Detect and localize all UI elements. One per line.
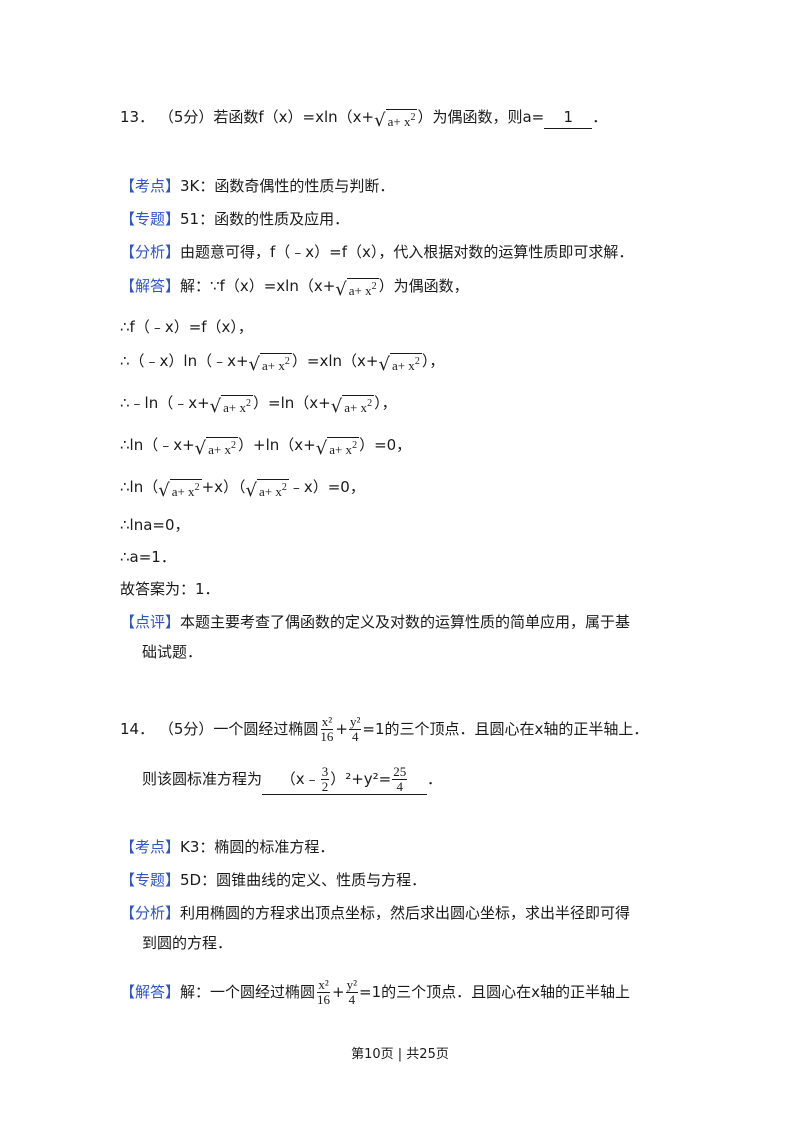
q14-zhuanti: 【专题】5D：圆锥曲线的定义、性质与方程． — [120, 871, 427, 889]
answer-line: 故答案为：1． — [120, 580, 220, 598]
step-7: ∴a=1． — [120, 548, 176, 566]
q13-fenxi: 【分析】由题意可得，f（﹣x）=f（x），代入根据对数的运算性质即可求解． — [120, 243, 634, 261]
q14-kaodian: 【考点】K3：椭圆的标准方程． — [120, 838, 335, 856]
q13-dianping-cont: 础试题． — [142, 643, 203, 661]
page-footer: 第10页 | 共25页 — [351, 1047, 449, 1062]
step-6: ∴lna=0， — [120, 516, 190, 534]
step-1: ∴f（﹣x）=f（x）， — [120, 318, 253, 336]
sqrt-expression: √a+ x2 — [374, 109, 418, 131]
q14-fenxi: 【分析】利用椭圆的方程求出顶点坐标，然后求出圆心坐标，求出半径即可得 — [120, 904, 631, 922]
q13-kaodian: 【考点】3K：函数奇偶性的性质与判断． — [120, 177, 395, 195]
step-2: ∴（﹣x）ln（﹣x+√a+ x2）=xln（x+√a+ x2）， — [120, 352, 445, 375]
q13-stem: 13． （5分）若函数f（x）=xln（x+√a+ x2）为偶函数，则a=1． — [120, 106, 608, 131]
q13-dianping: 【点评】本题主要考查了偶函数的定义及对数的运算性质的简单应用，属于基 — [120, 613, 631, 631]
q13-jieda: 【解答】解：∵f（x）=xln（x+√a+ x2）为偶函数， — [120, 277, 469, 300]
q13-zhuanti: 【专题】51：函数的性质及应用． — [120, 210, 350, 228]
answer-blank: 1 — [544, 106, 593, 129]
step-5: ∴ln（√a+ x2+x）（√a+ x2﹣x）=0， — [120, 478, 365, 501]
step-4: ∴ln（﹣x+√a+ x2）+ln（x+√a+ x2）=0， — [120, 436, 412, 459]
q14-fenxi-cont: 到圆的方程． — [142, 934, 233, 952]
step-3: ∴﹣ln（﹣x+√a+ x2）=ln（x+√a+ x2）， — [120, 394, 397, 417]
